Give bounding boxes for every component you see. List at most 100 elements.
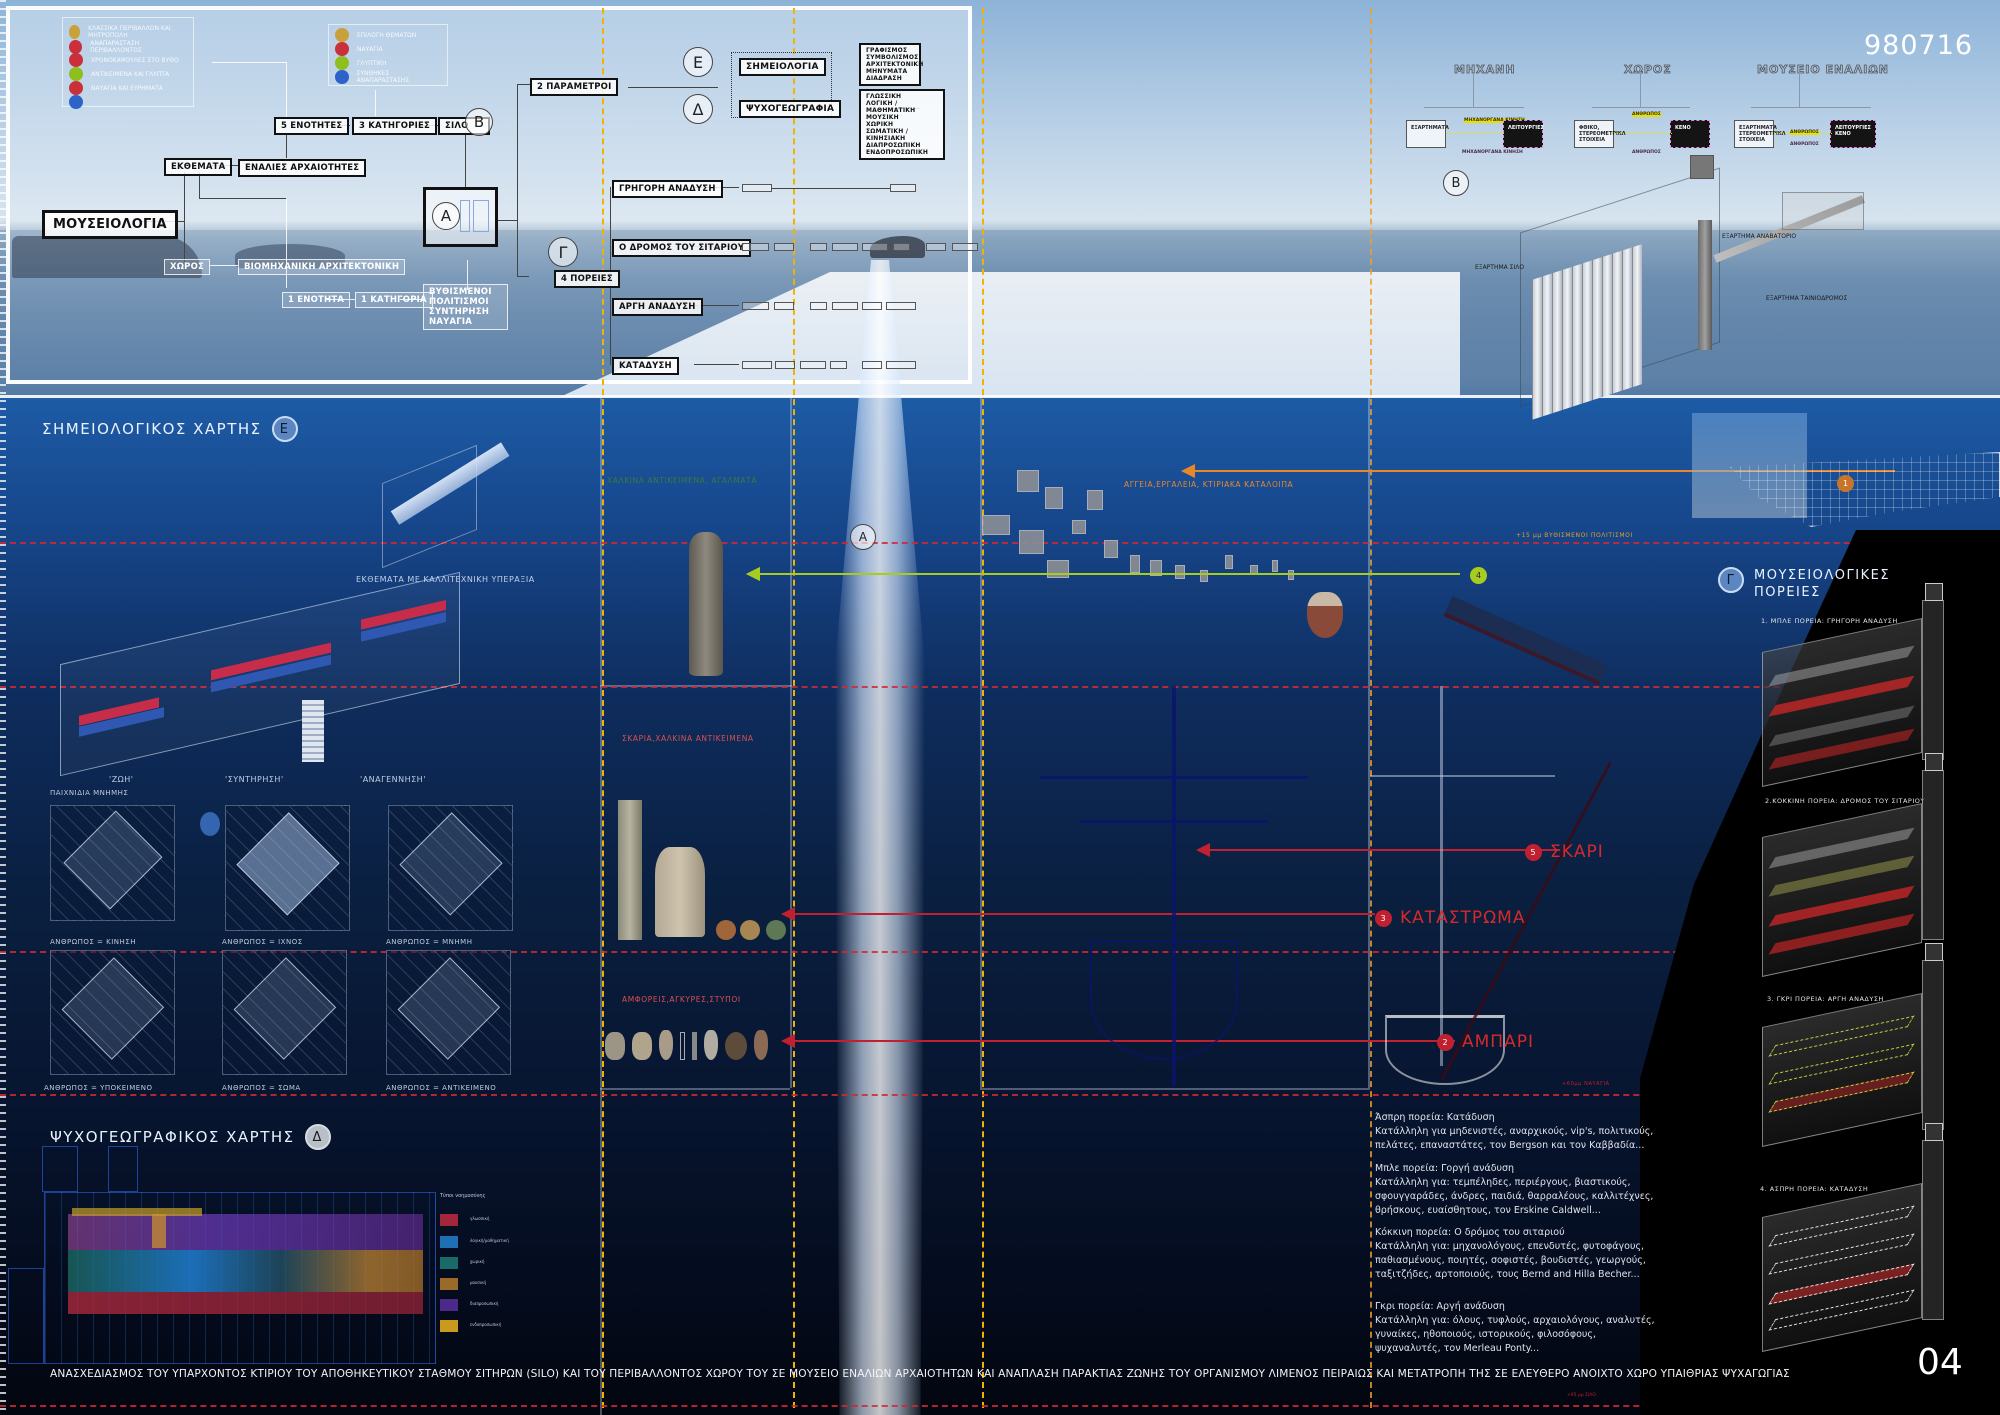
route-descent[interactable]: ΚΑΤΑΔΥΣΗ bbox=[612, 357, 679, 375]
plate-artifact bbox=[740, 920, 760, 940]
museum-left[interactable]: ΕΞΑΡΤΗΜΑΤΑ ΣΤΕΡΕΟΜΕΤΡΙΚΑ ΣΤΟΙΧΕΙΑ bbox=[1734, 120, 1786, 148]
node-space[interactable]: ΧΩΡΟΣ bbox=[164, 259, 211, 275]
aerial-map-inset bbox=[1692, 413, 1807, 518]
route-segment bbox=[886, 361, 916, 369]
legend-swatch-logical bbox=[440, 1236, 458, 1248]
label-vessels: ΑΓΓΕΙΑ,ΕΡΓΑΛΕΙΑ, ΚΤΙΡΙΑΚΑ ΚΑΤΑΛΟΙΠΑ bbox=[1124, 480, 1294, 489]
route-segment bbox=[832, 302, 858, 310]
node-2-parameters[interactable]: 2 ΠΑΡΑΜΕΤΡΟΙ bbox=[530, 78, 619, 96]
route-segment bbox=[862, 361, 882, 369]
route-fast-ascent[interactable]: ΓΡΗΓΟΡΗ ΑΝΑΔΥΣΗ bbox=[612, 180, 723, 198]
space-left[interactable]: ΦΘΙΚΟ, ΣΤΕΡΕΟΜΕΤΡΙΚΑ ΣΤΟΙΧΕΙΑ bbox=[1574, 120, 1626, 148]
anchor-stone bbox=[632, 1032, 652, 1060]
node-psychogeography[interactable]: ΨΥΧΟΓΕΩΓΡΑΦΙΑ bbox=[739, 100, 842, 118]
header-machine: ΜΗΧΑΝΗ bbox=[1454, 63, 1516, 77]
route-slow-ascent[interactable]: ΑΡΓΗ ΑΝΑΔΥΣΗ bbox=[612, 298, 703, 316]
silo-fin bbox=[1622, 247, 1632, 391]
machine-right[interactable]: ΛΕΙΤΟΥΡΓΙΕΣ bbox=[1503, 120, 1544, 148]
waterline bbox=[0, 395, 2000, 398]
connector bbox=[497, 220, 517, 221]
legend-item: ΝΑΥΑΓΙΑ bbox=[335, 42, 441, 56]
grid-label: ΑΝΘΡΩΠΟΣ = ΥΠΟΚΕΙΜΕΝΟ bbox=[44, 1084, 153, 1092]
node-1-unit[interactable]: 1 ΕΝΟΤΗΤΑ bbox=[282, 292, 351, 308]
fragment bbox=[1175, 565, 1185, 579]
legend-label: λογική/μαθηματική bbox=[470, 1238, 509, 1243]
node-marine-antiquities[interactable]: ΕΝΑΛΙΕΣ ΑΡΧΑΙΟΤΗΤΕΣ bbox=[238, 159, 367, 177]
legend-label: ενδοπροσωπική bbox=[470, 1322, 502, 1327]
ship-label-hold: 2 ΑΜΠΑΡΙ bbox=[1437, 1032, 1534, 1052]
fragment bbox=[1150, 560, 1162, 576]
plan-glyph bbox=[473, 200, 489, 232]
fragment bbox=[1045, 487, 1063, 509]
routes-panel-title: Γ ΜΟΥΣΕΙΟΛΟΓΙΚΕΣ ΠΟΡΕΙΕΣ bbox=[1718, 567, 1890, 601]
connector bbox=[628, 87, 718, 88]
light-shaft bbox=[835, 260, 925, 1415]
museum-right[interactable]: ΛΕΙΤΟΥΡΓΙΕΣ ΚΕΝΟ bbox=[1830, 120, 1876, 148]
route-segment bbox=[742, 243, 769, 251]
label-elevator-component: ΕΞΑΡΤΗΜΑ ΑΝΑΒΑΤΟΡΙΟ bbox=[1722, 233, 1797, 240]
legend-dot-2 bbox=[69, 40, 83, 54]
route-segment bbox=[952, 243, 978, 251]
legend-item: ΑΝΑΠΑΡΑΣΤΑΣΗ ΠΕΡΙΒΑΛΛΟΝΤΟΣ bbox=[69, 40, 187, 54]
node-industrial-architecture[interactable]: ΒΙΟΜΗΧΑΝΙΚΗ ΑΡΧΙΤΕΚΤΟΝΙΚΗ bbox=[238, 259, 406, 275]
node-sunken-civilisations[interactable]: ΒΥΘΙΣΜΕΝΟΙ ΠΟΛΙΤΙΣΜΟΙ ΣΥΝΤΗΡΗΣΗ ΝΑΥΑΓΙΑ bbox=[423, 284, 508, 330]
route-segment bbox=[830, 361, 847, 369]
memory-diagram bbox=[388, 805, 513, 931]
silo-fin bbox=[1562, 266, 1572, 411]
legend-swatch-linguistic bbox=[440, 1214, 458, 1226]
route-wheat-road[interactable]: Ο ΔΡΟΜΟΣ ΤΟΥ ΣΙΤΑΡΙΟΥ bbox=[612, 239, 752, 257]
legend-swatch-musical bbox=[440, 1278, 458, 1290]
node-exhibits[interactable]: ΕΚΘΕΜΑΤΑ bbox=[164, 158, 233, 176]
label-bronze-statues: ΧΑΛΚΙΝΑ ΑΝΤΙΚΕΙΜΕΝΑ, ΑΓΑΛΜΑΤΑ bbox=[607, 476, 758, 485]
diagram-outline bbox=[398, 812, 503, 916]
depth-label-sunken: +15 μμ ΒΥΘΙΣΜΕΝΟΙ ΠΟΛΙΤΙΣΜΟΙ bbox=[1516, 532, 1633, 539]
title-stack: ΜΟΥΣΕΙΟΛΟΓΙΚΕΣ ΠΟΡΕΙΕΣ bbox=[1754, 568, 1891, 600]
machine-left[interactable]: ΕΞΑΡΤΗΜΑΤΑ bbox=[1406, 120, 1449, 148]
marker-a-shaft: Α bbox=[850, 524, 876, 550]
route-segment bbox=[832, 243, 858, 251]
arrow-orange bbox=[1181, 464, 1895, 478]
legend-item: ΓΛΥΠΤΙΚΗ bbox=[335, 56, 441, 70]
arrow-green-long bbox=[746, 567, 1460, 581]
route-title-grey: 3. ΓΚΡΙ ΠΟΡΕΙΑ: ΑΡΓΗ ΑΝΑΔΥΣΗ bbox=[1767, 995, 1884, 1003]
marker-d-section: Δ bbox=[304, 1124, 331, 1150]
node-museology[interactable]: ΜΟΥΣΕΙΟΛΟΓΙΑ bbox=[42, 210, 178, 239]
node-semiology[interactable]: ΣΗΜΕΙΟΛΟΓΙΑ bbox=[739, 58, 826, 76]
rock-silhouette bbox=[870, 236, 925, 258]
amphora bbox=[659, 1030, 673, 1060]
label-hull-bronze: ΣΚΑΡΙΑ,ΧΑΛΚΙΝΑ ΑΝΤΙΚΕΙΜΕΝΑ bbox=[622, 734, 754, 743]
torso-artifact bbox=[655, 847, 705, 937]
node-4-routes[interactable]: 4 ΠΟΡΕΙΕΣ bbox=[554, 270, 620, 288]
node-3-categories[interactable]: 3 ΚΑΤΗΓΟΡΙΕΣ bbox=[352, 117, 437, 135]
connector bbox=[694, 364, 739, 365]
connector bbox=[212, 62, 286, 63]
space-right[interactable]: ΚΕΝΟ bbox=[1670, 120, 1710, 148]
conveyor-station bbox=[1782, 192, 1864, 230]
fragment bbox=[1225, 555, 1233, 569]
museum-mid-bottom: ΑΝΘΡΩΠΟΣ bbox=[1790, 142, 1819, 147]
depth-label-silo: +95 μμ ΣΙΛΟ bbox=[1567, 1393, 1596, 1398]
section-annex bbox=[8, 1268, 44, 1364]
guide-line bbox=[793, 8, 795, 1408]
marker-e-section: Ε bbox=[271, 416, 298, 442]
stair-tower bbox=[302, 700, 324, 762]
legend-dot-5 bbox=[69, 81, 83, 95]
route-segment bbox=[774, 302, 794, 310]
connector bbox=[1799, 74, 1800, 107]
space-mid-top: ΑΝΘΡΩΠΟΣ bbox=[1632, 112, 1661, 117]
depth-label-wreck: +60μμ ΝΑΥΑΓΙΑ bbox=[1562, 1081, 1610, 1087]
connector bbox=[400, 299, 423, 300]
marker-e: Ε bbox=[683, 47, 713, 77]
ship-yard bbox=[1080, 820, 1268, 823]
node-5-units[interactable]: 5 ΕΝΟΤΗΤΕΣ bbox=[274, 117, 350, 135]
fragment bbox=[1104, 540, 1118, 558]
legend-label: μουσική bbox=[470, 1280, 487, 1285]
node-1-category[interactable]: 1 ΚΑΤΗΓΟΡΙΑ bbox=[355, 292, 433, 308]
route-segment bbox=[742, 361, 772, 369]
connector bbox=[325, 299, 355, 300]
project-id: 980716 bbox=[1864, 30, 1974, 61]
amphora-row bbox=[605, 1030, 790, 1060]
route-tower bbox=[1922, 1123, 1944, 1320]
fragment bbox=[1288, 570, 1294, 580]
fragment bbox=[1019, 530, 1044, 554]
